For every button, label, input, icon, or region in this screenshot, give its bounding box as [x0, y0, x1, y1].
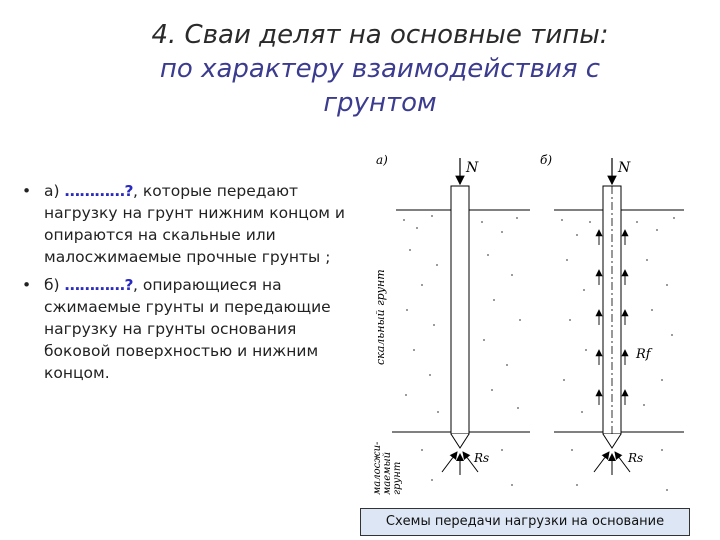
title-line-1: 4. Сваи делят на основные типы: [151, 20, 609, 50]
reaction-arrow [441, 451, 458, 473]
rs-label-a: Rs [473, 451, 489, 465]
friction-arrows [595, 229, 629, 405]
bullet-list: • а) …………?, которые передают нагрузку на… [22, 180, 362, 390]
soil-label-1: малосжи- [372, 441, 383, 495]
label-a: а) [376, 153, 388, 167]
pile-tip-b [602, 433, 622, 449]
reaction-arrow [593, 451, 610, 473]
bullet-marker: • [22, 276, 32, 294]
pile-diagram: а) N Rs скальный грунт малосжи- маемый г… [362, 150, 692, 540]
slide-title: 4. Сваи делят на основные типы: по харак… [60, 18, 700, 120]
force-label-b: N [617, 160, 631, 176]
fill-in-blank: …………? [64, 276, 134, 294]
bullet-prefix: а) [44, 182, 65, 200]
bullet-item-a: • а) …………?, которые передают нагрузку на… [22, 180, 362, 268]
bullet-marker: • [22, 182, 32, 200]
force-label-a: N [465, 160, 479, 176]
pile-tip-a [450, 433, 470, 449]
title-line-2: по характеру взаимодействия с [159, 54, 601, 84]
bullet-text: , которые передают нагрузку на грунт ниж… [44, 182, 346, 266]
bullet-prefix: б) [44, 276, 65, 294]
rs-label-b: Rs [627, 451, 643, 465]
bullet-text: , опирающиеся на сжимаемые грунты и пере… [44, 276, 331, 382]
title-line-3: грунтом [323, 88, 437, 118]
soil-dots-a [403, 215, 521, 516]
soil-label-3: грунт [392, 462, 403, 495]
label-b: б) [540, 153, 552, 167]
reaction-arrow [462, 451, 479, 473]
pile-a [450, 185, 470, 435]
fill-in-blank: …………? [64, 182, 133, 200]
reaction-arrow [614, 451, 631, 473]
bullet-item-b: • б) …………?, опирающиеся на сжимаемые гру… [22, 274, 362, 384]
rock-soil-label: скальный грунт [374, 269, 387, 365]
soil-label-2: маемый [382, 452, 393, 495]
soil-dots-b [561, 217, 675, 519]
figure-caption: Схемы передачи нагрузки на основание [360, 508, 690, 536]
rf-label: Rf [635, 347, 653, 362]
